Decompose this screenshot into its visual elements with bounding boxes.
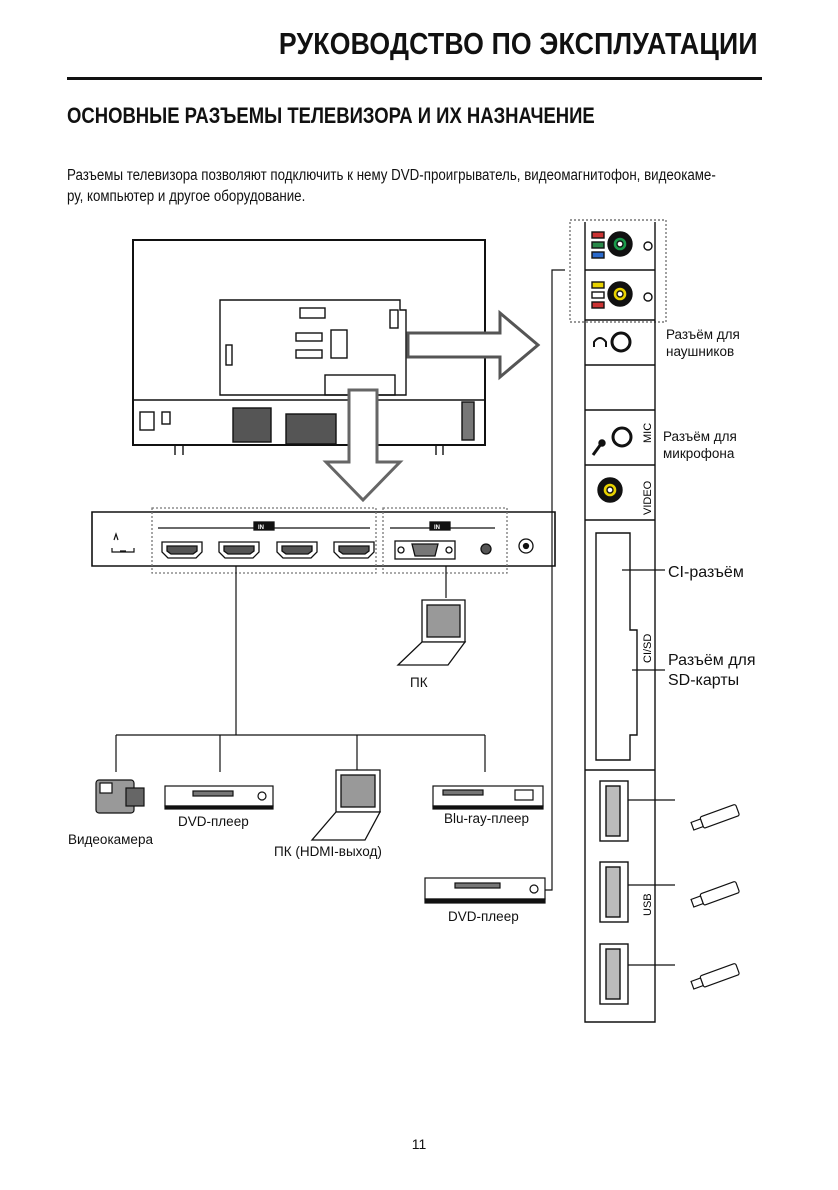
usb-port-icon <box>599 780 629 1005</box>
antenna-port-icon <box>518 538 534 554</box>
side-connector-panel <box>569 219 667 1023</box>
bluray-player-label: Blu-ray-плеер <box>444 811 529 826</box>
pc-label: ПК <box>410 675 428 690</box>
header-divider <box>67 77 762 80</box>
video-port-label: VIDEO <box>642 480 654 515</box>
dvd-player-icon <box>164 785 274 810</box>
dvd-player-label: DVD-плеер <box>178 814 249 829</box>
composite-av-jack-icon <box>591 281 633 309</box>
intro-paragraph: Разъемы телевизора позволяют подключить … <box>67 165 755 207</box>
ci-slot-label: CI-разъём <box>668 564 744 581</box>
vga-port-icon <box>394 540 456 560</box>
hdmi-in-label: IN <box>258 525 264 531</box>
dvd-player-side-icon <box>424 877 546 904</box>
microphone-jack-icon <box>591 426 633 456</box>
section-title: ОСНОВНЫЕ РАЗЪЕМЫ ТЕЛЕВИЗОРА И ИХ НАЗНАЧЕ… <box>67 103 595 128</box>
video-jack-icon <box>597 477 623 503</box>
headphone-jack-icon <box>593 331 632 353</box>
microphone-label: Разъём для микрофона <box>663 429 737 461</box>
page-header-title: РУКОВОДСТВО ПО ЭКСПЛУАТАЦИИ <box>279 26 758 61</box>
laptop-pc-icon <box>396 599 467 666</box>
headphones-label: Разъём для наушников <box>666 327 740 359</box>
arrow-down-icon <box>322 388 404 503</box>
audio-jack-icon <box>480 543 492 555</box>
sd-card-label-line2: SD-карты <box>668 672 740 689</box>
bluray-player-icon <box>432 785 544 810</box>
intro-line-1: Разъемы телевизора позволяют подключить … <box>67 167 716 184</box>
bottom-connector-panel <box>91 507 556 574</box>
arrow-right-icon <box>406 309 541 381</box>
ci-slot-icon <box>595 532 638 761</box>
pc-in-label: IN <box>434 525 440 531</box>
usb-port-label: USB <box>642 893 654 916</box>
hdmi-port-icon <box>161 541 375 559</box>
sd-card-label-line1: Разъём для <box>668 652 756 669</box>
component-video-jack-icon <box>591 231 633 259</box>
camcorder-label: Видеокамера <box>68 832 153 847</box>
ci-sd-port-label: CI/SD <box>642 634 654 663</box>
camcorder-icon <box>95 779 145 814</box>
dvd-player-side-label: DVD-плеер <box>448 909 519 924</box>
pc-hdmi-label: ПК (HDMI-выход) <box>274 844 382 859</box>
connection-lines <box>115 269 675 966</box>
intro-line-2: ру, компьютер и другое оборудование. <box>67 188 306 205</box>
usb-flash-drive-icon <box>690 804 740 990</box>
mic-port-label: MIC <box>642 423 654 443</box>
laptop-hdmi-icon <box>310 769 382 841</box>
page-number: 11 <box>411 1136 427 1152</box>
